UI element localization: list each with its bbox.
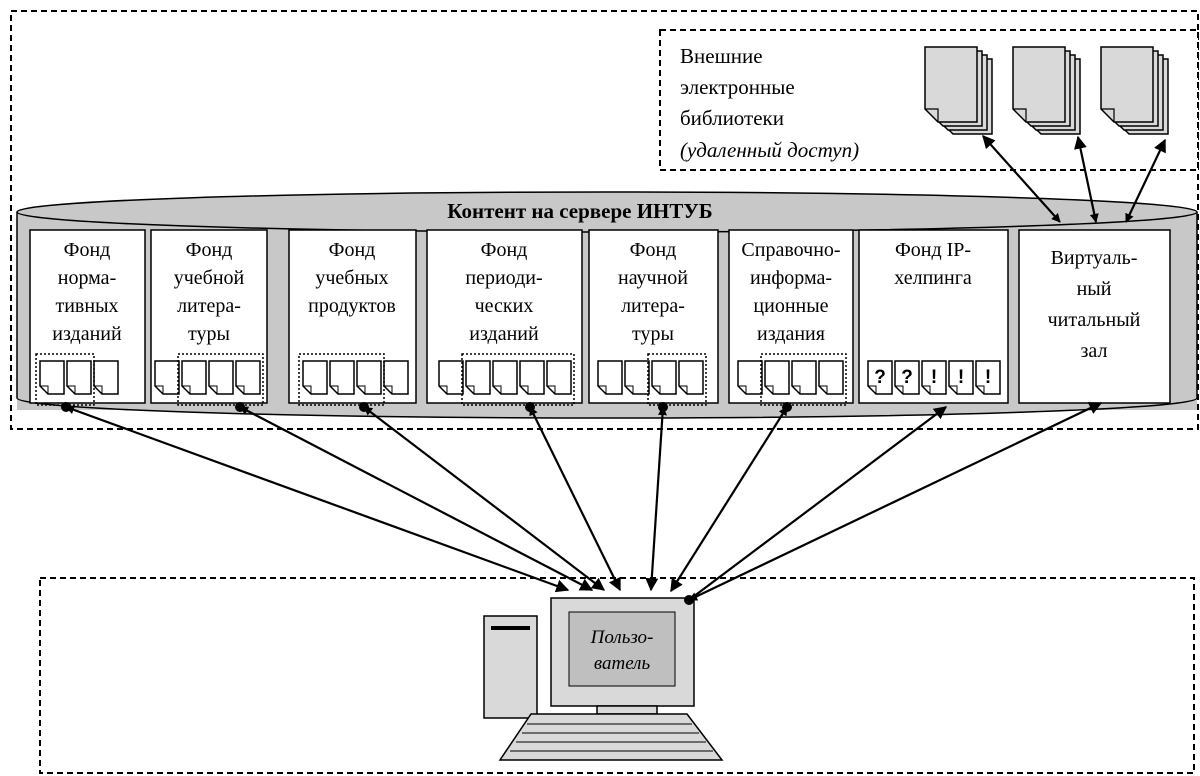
connector-dot xyxy=(359,402,369,412)
fund-6-label-line-4: издания xyxy=(757,323,825,345)
document-icon xyxy=(764,360,790,395)
document-icon xyxy=(465,360,491,395)
access-arrow-ip-helping xyxy=(688,406,948,601)
connector-dot xyxy=(658,402,668,412)
fund-1-label-line-3: тивных xyxy=(55,295,118,317)
external-libraries-line-1: Внешние xyxy=(680,44,763,68)
fund-5-label-line-2: научной xyxy=(618,267,688,289)
fund-4-label-line-4: изданий xyxy=(469,323,539,345)
fund-5-label-line-4: туры xyxy=(632,323,674,345)
document-icon xyxy=(492,360,518,395)
access-arrow-fund-4 xyxy=(529,406,621,592)
connector-dot xyxy=(525,402,535,412)
fund-5-label-line-3: литера- xyxy=(621,295,685,317)
fund-4-label-line-3: ческих xyxy=(475,295,534,317)
remote-access-arrow-2 xyxy=(1074,135,1099,223)
fund-7-label-line-1: Фонд IP- xyxy=(895,239,971,261)
external-library-stack-icon xyxy=(1012,46,1081,135)
document-icon xyxy=(597,360,623,395)
user-label-line-2: ватель xyxy=(594,653,651,674)
fund-8-label-line-4: зал xyxy=(1081,340,1108,362)
fund-4-label-line-1: Фонд xyxy=(481,239,528,261)
fund-box-6: Справочно-информа-ционные издания xyxy=(728,229,854,406)
document-icon xyxy=(39,360,65,395)
ip-helping-mark: ? xyxy=(874,367,886,388)
remote-access-arrow-3 xyxy=(1125,138,1166,223)
document-icon xyxy=(818,360,844,395)
document-icon xyxy=(678,360,704,395)
connector-dot xyxy=(235,402,245,412)
ip-helping-mark: ? xyxy=(901,367,913,388)
access-arrow-fund-1 xyxy=(65,405,570,593)
document-icon xyxy=(329,360,355,395)
external-libraries-line-3: библиотеки xyxy=(680,106,784,130)
external-library-stack-icon xyxy=(1100,46,1169,135)
document-icon xyxy=(383,360,409,395)
fund-1-label-line-2: норма- xyxy=(58,267,116,289)
computer-icon: Пользо- ватель xyxy=(483,597,724,761)
fund-4-label-line-2: периоди- xyxy=(465,267,542,289)
document-icon xyxy=(235,360,261,395)
external-library-stack-icon xyxy=(924,46,993,135)
fund-box-5: Фонд научной литера-туры xyxy=(588,229,719,406)
access-arrow-fund-5 xyxy=(645,406,667,592)
server-zone-border xyxy=(10,10,1199,430)
document-icon xyxy=(546,360,572,395)
document-icon xyxy=(438,360,464,395)
fund-box-4: Фонд периоди-ческих изданий xyxy=(426,229,583,406)
document-icon xyxy=(302,360,328,395)
access-arrow-fund-2 xyxy=(239,406,594,591)
fund-8-label-line-3: читальный xyxy=(1048,309,1141,331)
fund-box-3: Фонд учебных продуктов xyxy=(288,229,417,406)
document-icon xyxy=(66,360,92,395)
fund-3-label-line-1: Фонд xyxy=(329,239,376,261)
fund-2-label-line-4: туры xyxy=(188,323,230,345)
fund-2-label-line-3: литера- xyxy=(177,295,241,317)
fund-5-label-line-1: Фонд xyxy=(630,239,677,261)
fund-1-label-line-4: изданий xyxy=(52,323,122,345)
fund-1-label-line-1: Фонд xyxy=(64,239,111,261)
fund-2-label-line-2: учебной xyxy=(174,267,245,289)
fund-2-label-line-1: Фонд xyxy=(186,239,233,261)
document-icon xyxy=(624,360,650,395)
fund-box-7: Фонд IP-хелпинга??!!! xyxy=(858,229,1009,404)
document-icon xyxy=(181,360,207,395)
ip-helping-mark: ! xyxy=(931,367,937,388)
fund-3-label-line-2: учебных xyxy=(315,267,388,289)
ip-helping-mark: ! xyxy=(985,367,991,388)
fund-8-label-line-2: ный xyxy=(1077,278,1112,300)
document-icon xyxy=(651,360,677,395)
fund-6-label-line-1: Справочно- xyxy=(741,239,840,261)
external-libraries-line-2: электронные xyxy=(680,75,795,99)
access-arrow-fund-6 xyxy=(670,406,788,593)
access-arrow-fund-3 xyxy=(363,406,606,591)
selection-frame xyxy=(647,353,707,406)
connector-dot xyxy=(61,402,71,412)
fund-6-label-line-2: информа- xyxy=(750,267,832,289)
document-icon xyxy=(737,360,763,395)
user-zone-border xyxy=(39,577,1195,774)
connector-dot xyxy=(782,402,792,412)
external-libraries-note: (удаленный доступ) xyxy=(680,138,859,162)
document-icon xyxy=(93,360,119,395)
selection-frame xyxy=(461,353,575,406)
fund-box-8: Виртуаль-ный читальный зал xyxy=(1018,229,1171,404)
user-label-line-1: Пользо- xyxy=(590,627,654,648)
server-title: Контент на сервере ИНТУБ xyxy=(447,199,712,223)
document-icon xyxy=(356,360,382,395)
fund-8-label-line-1: Виртуаль- xyxy=(1051,247,1138,269)
access-arrow-reading-room xyxy=(688,402,1103,601)
document-icon xyxy=(208,360,234,395)
fund-box-1: Фонд норма-тивных изданий xyxy=(29,229,146,406)
fund-6-label-line-3: ционные xyxy=(753,295,828,317)
document-icon xyxy=(154,360,180,395)
ip-helping-mark: ! xyxy=(958,367,964,388)
fund-7-label-line-2: хелпинга xyxy=(894,267,972,289)
document-icon xyxy=(791,360,817,395)
document-icon xyxy=(519,360,545,395)
fund-box-2: Фонд учебной литера-туры xyxy=(150,229,268,406)
fund-3-label-line-3: продуктов xyxy=(308,295,396,317)
remote-access-arrow-1 xyxy=(982,135,1061,223)
